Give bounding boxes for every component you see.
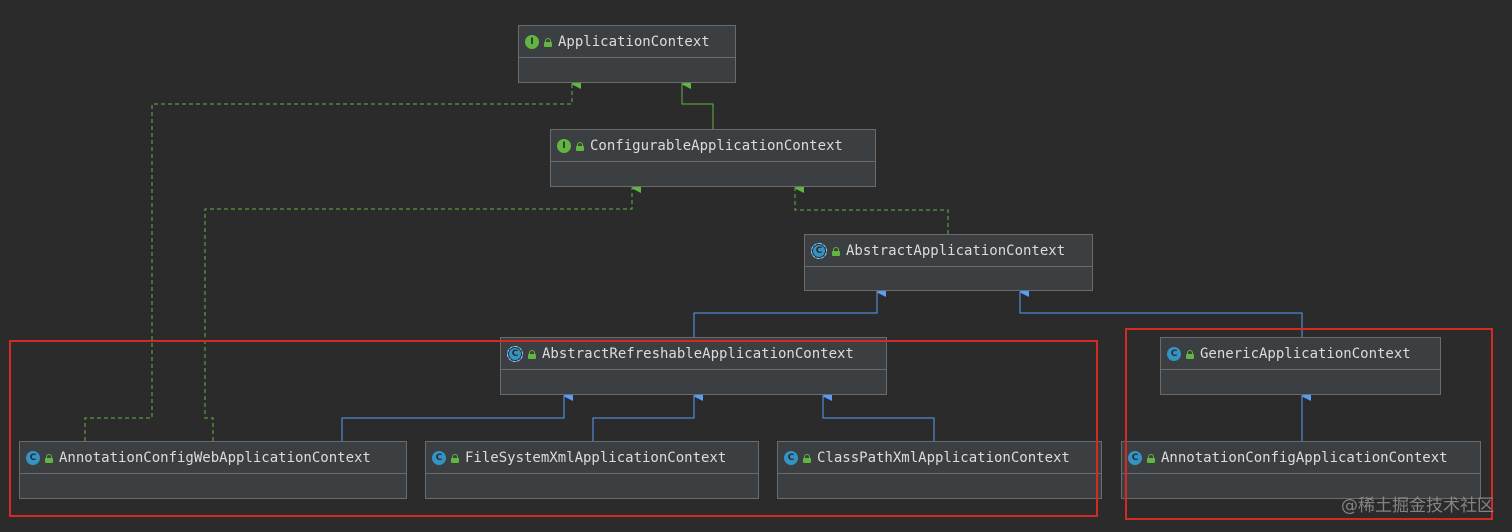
node-annotation-config-web-application-context[interactable]: C AnnotationConfigWebApplicationContext — [19, 441, 407, 499]
highlight-box-right — [1125, 328, 1493, 520]
node-class-path-xml-application-context[interactable]: C ClassPathXmlApplicationContext — [777, 441, 1102, 499]
lock-icon — [803, 453, 811, 463]
lock-icon — [45, 453, 53, 463]
node-label: ApplicationContext — [558, 33, 710, 50]
node-configurable-application-context[interactable]: I ConfigurableApplicationContext — [550, 129, 876, 187]
class-icon: C — [1128, 450, 1142, 465]
class-icon: C — [1167, 346, 1181, 361]
edge-filesystem-to-refreshable — [592, 391, 703, 441]
lock-icon — [1147, 453, 1155, 463]
interface-icon: I — [557, 138, 571, 153]
lock-icon — [1186, 349, 1194, 359]
edge-refreshable-to-abstract — [693, 287, 886, 337]
class-icon: C — [26, 450, 40, 465]
node-abstract-application-context[interactable]: C AbstractApplicationContext — [804, 234, 1093, 291]
node-label: AbstractRefreshableApplicationContext — [542, 345, 854, 362]
node-abstract-refreshable-application-context[interactable]: C AbstractRefreshableApplicationContext — [500, 337, 887, 395]
watermark: @稀土掘金技术社区 — [1341, 496, 1494, 516]
lock-icon — [451, 453, 459, 463]
node-label: FileSystemXmlApplicationContext — [465, 449, 727, 466]
lock-icon — [832, 246, 840, 256]
edge-annotationweb-to-application — [84, 79, 581, 441]
edge-configurable-to-application — [681, 79, 714, 129]
node-label: ConfigurableApplicationContext — [590, 137, 843, 154]
lock-icon — [544, 37, 552, 47]
node-annotation-config-application-context[interactable]: C AnnotationConfigApplicationContext — [1121, 441, 1481, 499]
edge-generic-to-abstract — [1019, 287, 1303, 337]
class-icon: C — [784, 450, 798, 465]
node-label: ClassPathXmlApplicationContext — [817, 449, 1070, 466]
edge-annotationweb-to-refreshable — [341, 391, 573, 441]
interface-icon: I — [525, 34, 539, 49]
abstract-class-icon: C — [507, 345, 523, 362]
node-label: AbstractApplicationContext — [846, 242, 1066, 259]
class-icon: C — [432, 450, 446, 465]
edge-abstract-to-configurable — [794, 183, 949, 234]
node-label: GenericApplicationContext — [1200, 345, 1411, 362]
abstract-class-icon: C — [811, 242, 827, 259]
highlight-box-left — [9, 340, 1098, 517]
lock-icon — [576, 141, 584, 151]
edge-classpath-to-refreshable — [822, 391, 935, 441]
node-label: AnnotationConfigWebApplicationContext — [59, 449, 371, 466]
node-generic-application-context[interactable]: C GenericApplicationContext — [1160, 337, 1441, 395]
lock-icon — [528, 349, 536, 359]
edge-annotationweb-to-configurable — [204, 183, 641, 441]
node-file-system-xml-application-context[interactable]: C FileSystemXmlApplicationContext — [425, 441, 759, 499]
node-application-context[interactable]: I ApplicationContext — [518, 25, 736, 83]
node-label: AnnotationConfigApplicationContext — [1161, 449, 1448, 466]
